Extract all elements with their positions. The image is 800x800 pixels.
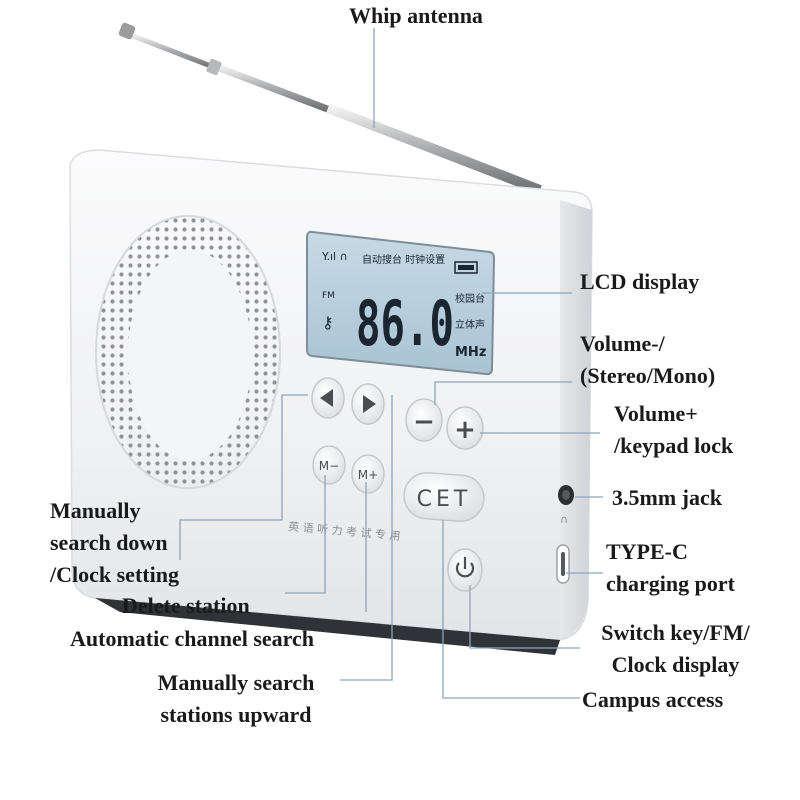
button-volume-plus[interactable]: + [446, 406, 484, 450]
label-whip-antenna: Whip antenna [349, 3, 483, 28]
lcd-side-top: 校园台 [455, 292, 485, 305]
minus-icon: − [413, 407, 435, 437]
lcd-top-text: 自动搜台 时钟设置 [362, 253, 445, 266]
label-switch-key: Switch key/FM/ Clock display [578, 617, 773, 681]
button-prev[interactable] [311, 377, 345, 419]
button-power[interactable] [447, 548, 483, 592]
lcd-screen: Y.ıl ∩ 自动搜台 时钟设置 FM ⚷ 86.0 校园台 立体声 MHz [306, 230, 496, 376]
power-icon [455, 562, 475, 578]
label-volume-plus: Volume+ /keypad lock [614, 398, 733, 462]
label-switch-key-line-2: Clock display [611, 651, 740, 677]
signal-icon: Y.ıl ∩ [321, 250, 348, 263]
headphone-icon: ∩ [560, 513, 568, 526]
button-cet[interactable]: CET [402, 471, 485, 522]
label-manual-down-line-1: Manually [50, 498, 141, 523]
button-next[interactable] [351, 383, 385, 425]
button-volume-minus[interactable]: − [405, 398, 443, 442]
label-campus-access: Campus access [582, 687, 724, 712]
label-type-c-line-2: charging port [606, 570, 735, 596]
type-c-port[interactable] [556, 544, 570, 584]
lcd-band: FM [322, 291, 335, 301]
lcd-unit: MHz [455, 345, 486, 360]
battery-icon [454, 261, 478, 274]
arrow-right-icon [363, 395, 376, 413]
label-volume-minus-line-1: Volume-/ [580, 331, 665, 356]
speaker-grill [95, 215, 281, 489]
label-manual-down: Manually search down /Clock setting [50, 495, 179, 591]
label-volume-plus-line-2: /keypad lock [614, 432, 734, 458]
label-manual-up: Manually search stations upward [126, 667, 346, 731]
label-volume-plus-line-1: Volume+ [614, 401, 698, 426]
headphone-jack[interactable]: ∩ [558, 485, 574, 526]
arrow-left-icon [320, 389, 333, 407]
label-manual-up-line-1: Manually search [157, 670, 315, 695]
label-delete-station: Delete station [122, 593, 250, 618]
lcd-side-bottom: 立体声 [455, 318, 485, 331]
lcd-frequency: 86.0 [356, 287, 454, 360]
cet-label: CET [417, 487, 472, 512]
label-manual-down-line-2: search down [50, 529, 168, 555]
label-jack: 3.5mm jack [612, 485, 722, 510]
button-m-plus[interactable]: M+ [351, 454, 385, 494]
leader-lines [179, 28, 603, 699]
button-m-minus[interactable]: M− [312, 445, 346, 485]
plus-icon: + [454, 415, 476, 445]
label-manual-down-line-3: /Clock setting [50, 561, 179, 587]
label-volume-minus-line-2: (Stereo/Mono) [580, 362, 716, 388]
label-type-c-line-1: TYPE-C [606, 539, 688, 564]
label-manual-up-line-2: stations upward [160, 701, 312, 727]
label-volume-minus: Volume-/ (Stereo/Mono) [580, 328, 715, 392]
whip-antenna [118, 22, 542, 195]
label-switch-key-line-1: Switch key/FM/ [601, 620, 750, 645]
m-minus-label: M− [319, 459, 339, 473]
label-lcd-display: LCD display [580, 269, 700, 294]
label-type-c: TYPE-C charging port [606, 536, 735, 600]
key-lock-icon: ⚷ [322, 313, 334, 332]
m-plus-label: M+ [358, 468, 378, 482]
label-auto-search: Automatic channel search [70, 626, 315, 651]
